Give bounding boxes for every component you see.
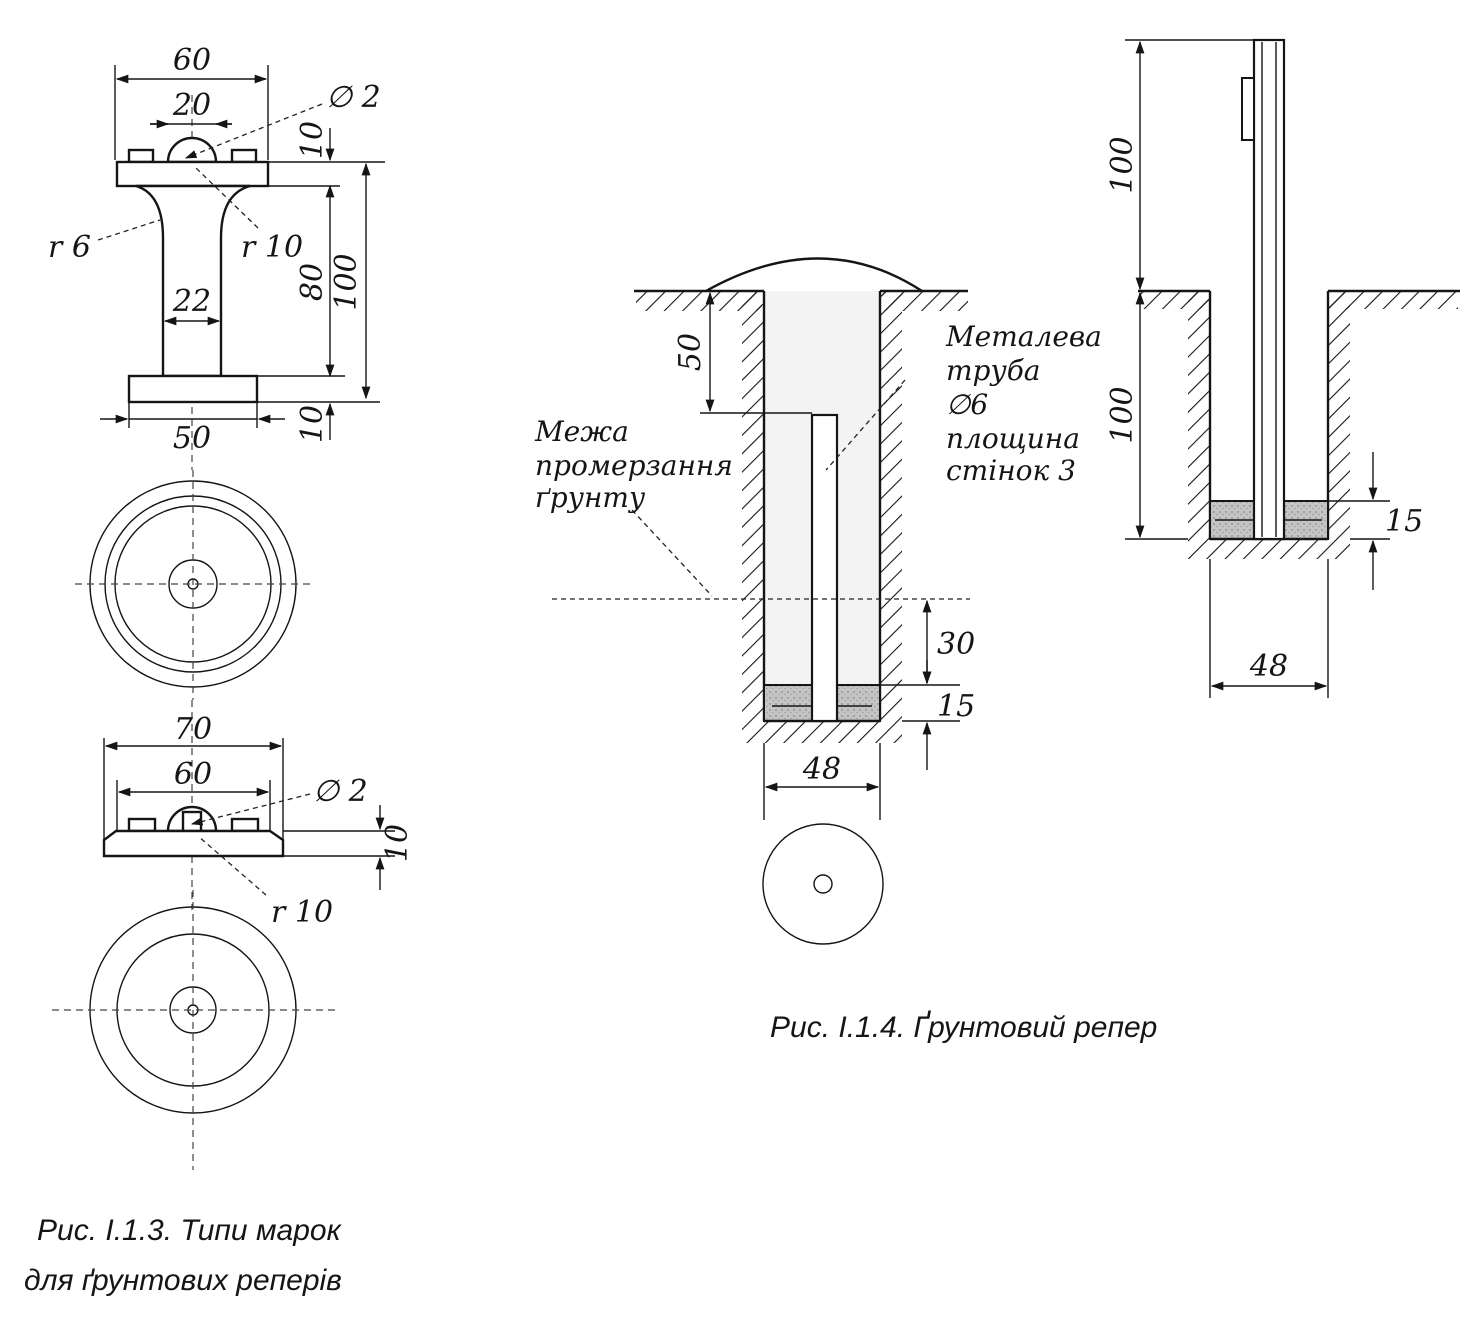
soil-benchmark-right xyxy=(1138,38,1460,559)
mark-b-side-view xyxy=(102,700,285,910)
dim-below-ground: 100 xyxy=(1105,386,1140,443)
pipe-label-line-3: ∅6 xyxy=(946,388,988,421)
soil-benchmark-left-dimensions: 50 Металева труба ∅6 площина стінок 3 Ме… xyxy=(534,291,1102,820)
pipe-label-line-1: Металева xyxy=(945,320,1102,353)
dim-concrete-left: 15 xyxy=(937,689,975,724)
dim-width-top: 60 xyxy=(173,43,211,78)
hole-diameter-label: ∅ 2 xyxy=(326,80,381,115)
figure-1-3-caption-line-2: для ґрунтових реперів xyxy=(24,1264,342,1297)
mark-a-cap-plate xyxy=(115,160,270,188)
mark-b-plate xyxy=(102,829,285,858)
benchmark-plate xyxy=(1241,77,1255,141)
hole-diameter-leader xyxy=(184,103,323,159)
mark-a-lug-left xyxy=(127,148,155,164)
pipe-label-leader xyxy=(825,379,906,471)
figure-1-4-caption: Рис. І.1.4. Ґрунтовий репер xyxy=(770,1010,1157,1044)
dim-concrete-right: 15 xyxy=(1385,504,1423,539)
mark-b-pin xyxy=(181,810,203,833)
mark-a-dimensions: 60 20 ∅ 2 10 80 100 10 50 22 xyxy=(48,43,385,456)
dim-base-height: 10 xyxy=(295,405,330,443)
soil-benchmark-right-dimensions: 100 100 15 48 xyxy=(1105,39,1423,698)
mark-a-stem xyxy=(135,184,251,378)
right-wall-hatch-left xyxy=(1188,291,1210,539)
mark-b-top-view xyxy=(52,890,335,1170)
benchmark-top-hole xyxy=(813,874,833,894)
dim-hole-span: 20 xyxy=(172,88,211,123)
dim-width-inner: 60 xyxy=(174,757,212,792)
dim-below-frost: 30 xyxy=(937,627,975,662)
wall-hatch-left xyxy=(742,291,764,721)
soil-mound xyxy=(705,257,923,293)
dim-width-right: 48 xyxy=(1249,649,1288,684)
bottom-hatch xyxy=(742,721,902,743)
fillet-r6-label: r 6 xyxy=(48,230,91,265)
benchmark-top-outer xyxy=(762,823,884,945)
mark-a-head xyxy=(166,136,218,164)
dim-depth-top: 50 xyxy=(673,333,708,371)
right-wall-hatch-right xyxy=(1328,291,1350,539)
wall-hatch-right xyxy=(880,291,902,721)
pipe-label-line-5: стінок 3 xyxy=(946,454,1076,487)
soil-benchmark-left xyxy=(552,257,970,743)
mark-b-lug-left xyxy=(127,817,157,833)
right-ground-hatch-right xyxy=(1328,291,1458,309)
frost-label-line-3: ґрунту xyxy=(535,481,646,514)
metal-pipe xyxy=(810,413,839,723)
dim-total-height: 100 xyxy=(329,253,364,310)
mark-a-side-view xyxy=(115,95,270,470)
soil-benchmark-top-view xyxy=(762,823,884,945)
right-bottom-hatch xyxy=(1188,539,1350,559)
mark-b-dimensions: 70 60 ∅ 2 10 r 10 xyxy=(103,712,415,930)
fillet-r10-label: r 10 xyxy=(241,230,303,265)
mark-a-lug-right xyxy=(230,148,258,164)
mark-b-fillet-label: r 10 xyxy=(271,895,333,930)
dim-width-left: 48 xyxy=(802,752,841,787)
mark-a-top-view xyxy=(75,470,312,700)
mark-b-height: 10 xyxy=(380,824,415,862)
dim-neck-width: 22 xyxy=(172,284,211,319)
ground-hatch-right xyxy=(882,291,968,311)
dim-cap-height: 10 xyxy=(295,121,330,159)
dim-above-ground: 100 xyxy=(1105,136,1140,193)
mark-a-base-plate xyxy=(127,374,259,404)
pipe-label-line-4: площина xyxy=(946,422,1080,455)
frost-label-line-1: Межа xyxy=(534,415,629,448)
dim-stem-height: 80 xyxy=(295,263,330,301)
mark-b-lug-right xyxy=(230,817,260,833)
ground-hatch-left xyxy=(636,291,762,311)
mark-b-hole-leader xyxy=(190,793,311,826)
figure-1-3-caption-line-1: Рис. І.1.3. Типи марок xyxy=(37,1214,343,1247)
mark-b-fillet-leader xyxy=(197,835,267,896)
dim-base-width: 50 xyxy=(173,421,211,456)
benchmark-pipe xyxy=(1252,38,1286,541)
mark-b-hole-label: ∅ 2 xyxy=(313,774,368,809)
pipe-label-line-2: труба xyxy=(946,354,1041,387)
frost-label-line-2: промерзання xyxy=(535,449,733,482)
fillet-r6-leader xyxy=(97,219,161,241)
dim-width-outer: 70 xyxy=(174,712,212,747)
frost-label-leader xyxy=(631,509,713,597)
